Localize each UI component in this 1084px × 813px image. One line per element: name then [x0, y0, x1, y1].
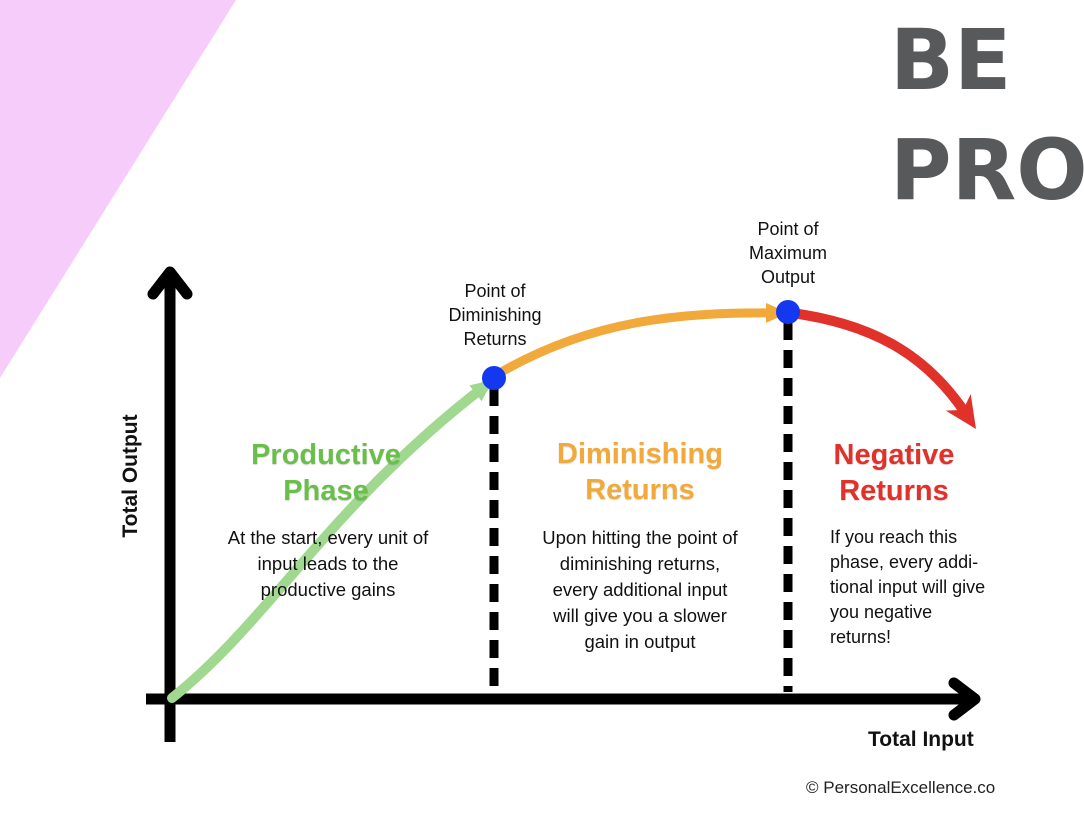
corner-shape [0, 0, 236, 378]
productive-curve [167, 379, 493, 703]
negative-curve [787, 308, 976, 429]
x-axis-label: Total Input [868, 728, 974, 751]
negative-returns-title: Negative Returns [833, 439, 955, 507]
productive-phase-description: At the start, every unit of input leads … [227, 527, 429, 600]
headline-line-2: PRO [890, 121, 1084, 219]
diminishing-returns-title: Diminishing Returns [557, 438, 723, 506]
point-of-maximum-output-dot [776, 300, 800, 324]
productive-phase-title: Productive Phase [251, 439, 401, 507]
copyright-notice: © PersonalExcellence.co [806, 778, 996, 797]
negative-returns-description: If you reach this phase, every addi- tio… [830, 527, 986, 647]
diminishing-returns-description: Upon hitting the point of diminishing re… [542, 527, 738, 652]
y-axis [147, 266, 193, 742]
headline-line-1: BE [890, 11, 1012, 109]
diminishing-curve [493, 302, 788, 379]
x-axis [146, 677, 981, 721]
diminishing-point-label: Point of Diminishing Returns [448, 281, 542, 349]
maximum-point-label: Point of Maximum Output [748, 219, 827, 287]
point-of-diminishing-returns-dot [482, 366, 506, 390]
y-axis-label: Total Output [119, 414, 142, 538]
